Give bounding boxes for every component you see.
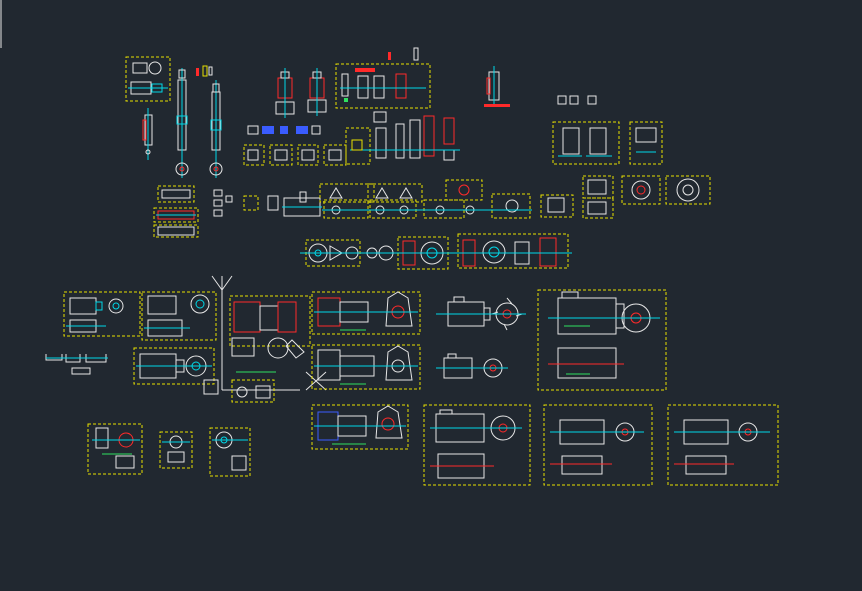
- block-frame: [423, 404, 531, 486]
- block-frame: [319, 183, 375, 203]
- block-motor-small-group-2[interactable]: [141, 291, 217, 341]
- ucs-crosshair-icon: [203, 275, 300, 395]
- block-motor-medium-1[interactable]: [436, 296, 526, 331]
- block-motor-bottom-3[interactable]: [667, 404, 779, 486]
- block-motor-tiny-1[interactable]: [87, 423, 143, 475]
- block-frame: [667, 404, 779, 486]
- block-valve-group[interactable]: [335, 47, 431, 109]
- block-frame: [311, 404, 409, 450]
- block-coupling-set[interactable]: [540, 175, 711, 219]
- block-small-parts-col: [213, 189, 279, 217]
- block-bracket-set[interactable]: [125, 56, 171, 102]
- block-filter-pair[interactable]: [552, 121, 620, 165]
- block-shaft-row[interactable]: [282, 191, 322, 217]
- block-gearbox-1[interactable]: [311, 291, 421, 335]
- block-bracket-group-left[interactable]: [153, 185, 199, 238]
- block-valve-column-group[interactable]: [345, 111, 460, 165]
- block-frame: [133, 347, 215, 385]
- block-frame: [335, 63, 431, 109]
- block-small-markers-1: [196, 65, 259, 135]
- block-motor-small-group-3[interactable]: [133, 347, 215, 385]
- block-frame: [141, 291, 217, 341]
- block-frame: [540, 194, 574, 218]
- block-cylinder-long-1[interactable]: [175, 68, 189, 178]
- block-cylinder-vertical-1[interactable]: [142, 108, 153, 160]
- block-frame: [552, 121, 620, 165]
- block-frame: [157, 185, 195, 203]
- block-gearbox-3[interactable]: [311, 404, 409, 450]
- block-valve-1[interactable]: [275, 68, 295, 118]
- selection-cursor-icon: [305, 371, 327, 391]
- block-cylinder-long-2[interactable]: [209, 80, 223, 178]
- block-fitting-row[interactable]: [243, 125, 347, 166]
- block-frame: [63, 291, 141, 337]
- block-motor-small-group-1[interactable]: [63, 291, 141, 337]
- block-frame: [345, 127, 371, 165]
- block-small-fittings: [557, 95, 597, 105]
- block-frame: [629, 121, 663, 165]
- block-frame: [125, 56, 171, 102]
- block-motor-medium-2[interactable]: [436, 353, 508, 379]
- block-base-plates: [45, 354, 108, 375]
- block-motor-bottom-1[interactable]: [423, 404, 531, 486]
- block-frame: [537, 289, 667, 391]
- block-frame: [243, 144, 265, 166]
- block-frame: [543, 404, 653, 486]
- block-motor-tiny-3[interactable]: [209, 427, 251, 477]
- block-filter-single[interactable]: [629, 121, 663, 165]
- block-valve-2[interactable]: [307, 68, 327, 116]
- block-motor-large[interactable]: [537, 289, 667, 391]
- block-motor-bottom-2[interactable]: [543, 404, 653, 486]
- block-bearing-housings[interactable]: [319, 179, 532, 219]
- block-flange-row[interactable]: [300, 233, 572, 270]
- block-frame: [209, 427, 251, 477]
- block-frame: [311, 344, 421, 390]
- block-motor-tiny-2[interactable]: [159, 431, 193, 469]
- block-gearbox-2[interactable]: [311, 344, 421, 390]
- block-frame: [159, 431, 193, 469]
- block-frame: [87, 423, 143, 475]
- block-frame: [229, 295, 311, 347]
- block-gearmotor-center[interactable]: [229, 295, 311, 403]
- block-cylinder-standalone[interactable]: [484, 66, 510, 107]
